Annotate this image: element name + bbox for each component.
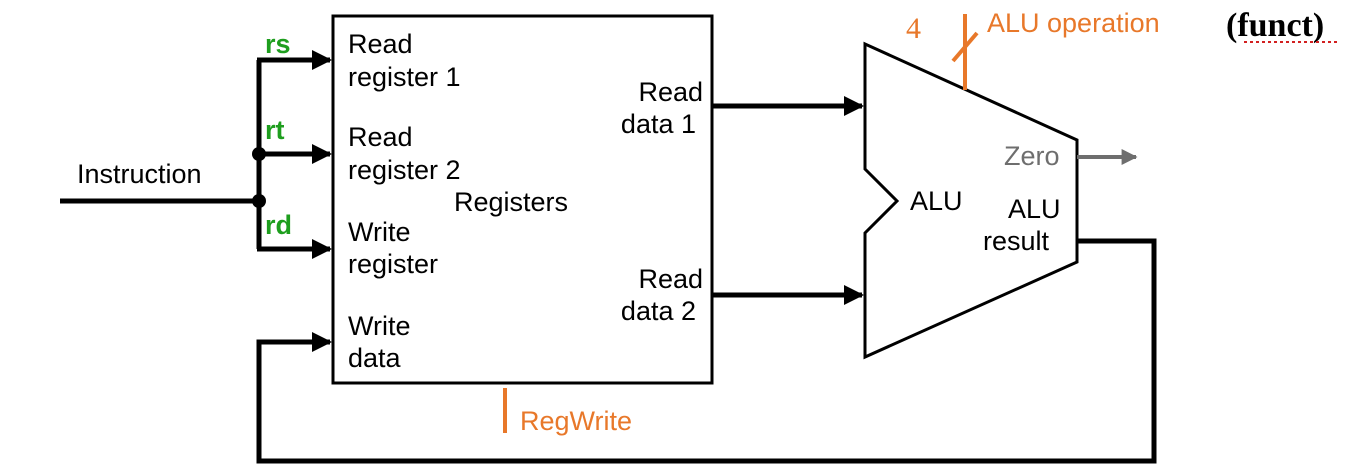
regwrite-label: RegWrite: [520, 406, 632, 436]
read-register-1-line1: Read: [348, 29, 413, 59]
read-data-1-line1: Read: [638, 77, 703, 107]
read-register-1-line2: register 1: [348, 62, 461, 92]
alu-result-line2: result: [983, 226, 1050, 256]
read-data-2-line1: Read: [638, 264, 703, 294]
junction-dot-rt: [252, 147, 266, 161]
zero-label: Zero: [1004, 141, 1060, 171]
alu-operation-width-slash: [951, 31, 979, 63]
alu-title: ALU: [910, 186, 963, 216]
read-register-2-line1: Read: [348, 122, 413, 152]
read-data-2-line2: data 2: [621, 296, 696, 326]
register-file-box: [331, 14, 714, 385]
rd-label: rd: [265, 210, 292, 240]
write-data-line2: data: [348, 343, 402, 373]
read-data-1-line2: data 1: [621, 109, 696, 139]
instruction-label: Instruction: [77, 159, 202, 189]
rt-label: rt: [265, 115, 285, 145]
registers-title: Registers: [454, 187, 568, 217]
funct-label: (funct): [1226, 7, 1324, 44]
junction-dot-instruction: [252, 194, 266, 208]
write-register-line2: register: [348, 249, 438, 279]
alu-result-feedback-wire: [256, 238, 1157, 464]
alu-result-line1: ALU: [1008, 194, 1061, 224]
read-register-2-line2: register 2: [348, 155, 461, 185]
write-register-line1: Write: [348, 217, 411, 247]
write-data-line1: Write: [348, 311, 411, 341]
alu-operation-width-label: 4: [906, 12, 921, 45]
alu-shape: [863, 41, 1079, 360]
rs-label: rs: [265, 29, 291, 59]
alu-operation-label: ALU operation: [987, 8, 1160, 38]
